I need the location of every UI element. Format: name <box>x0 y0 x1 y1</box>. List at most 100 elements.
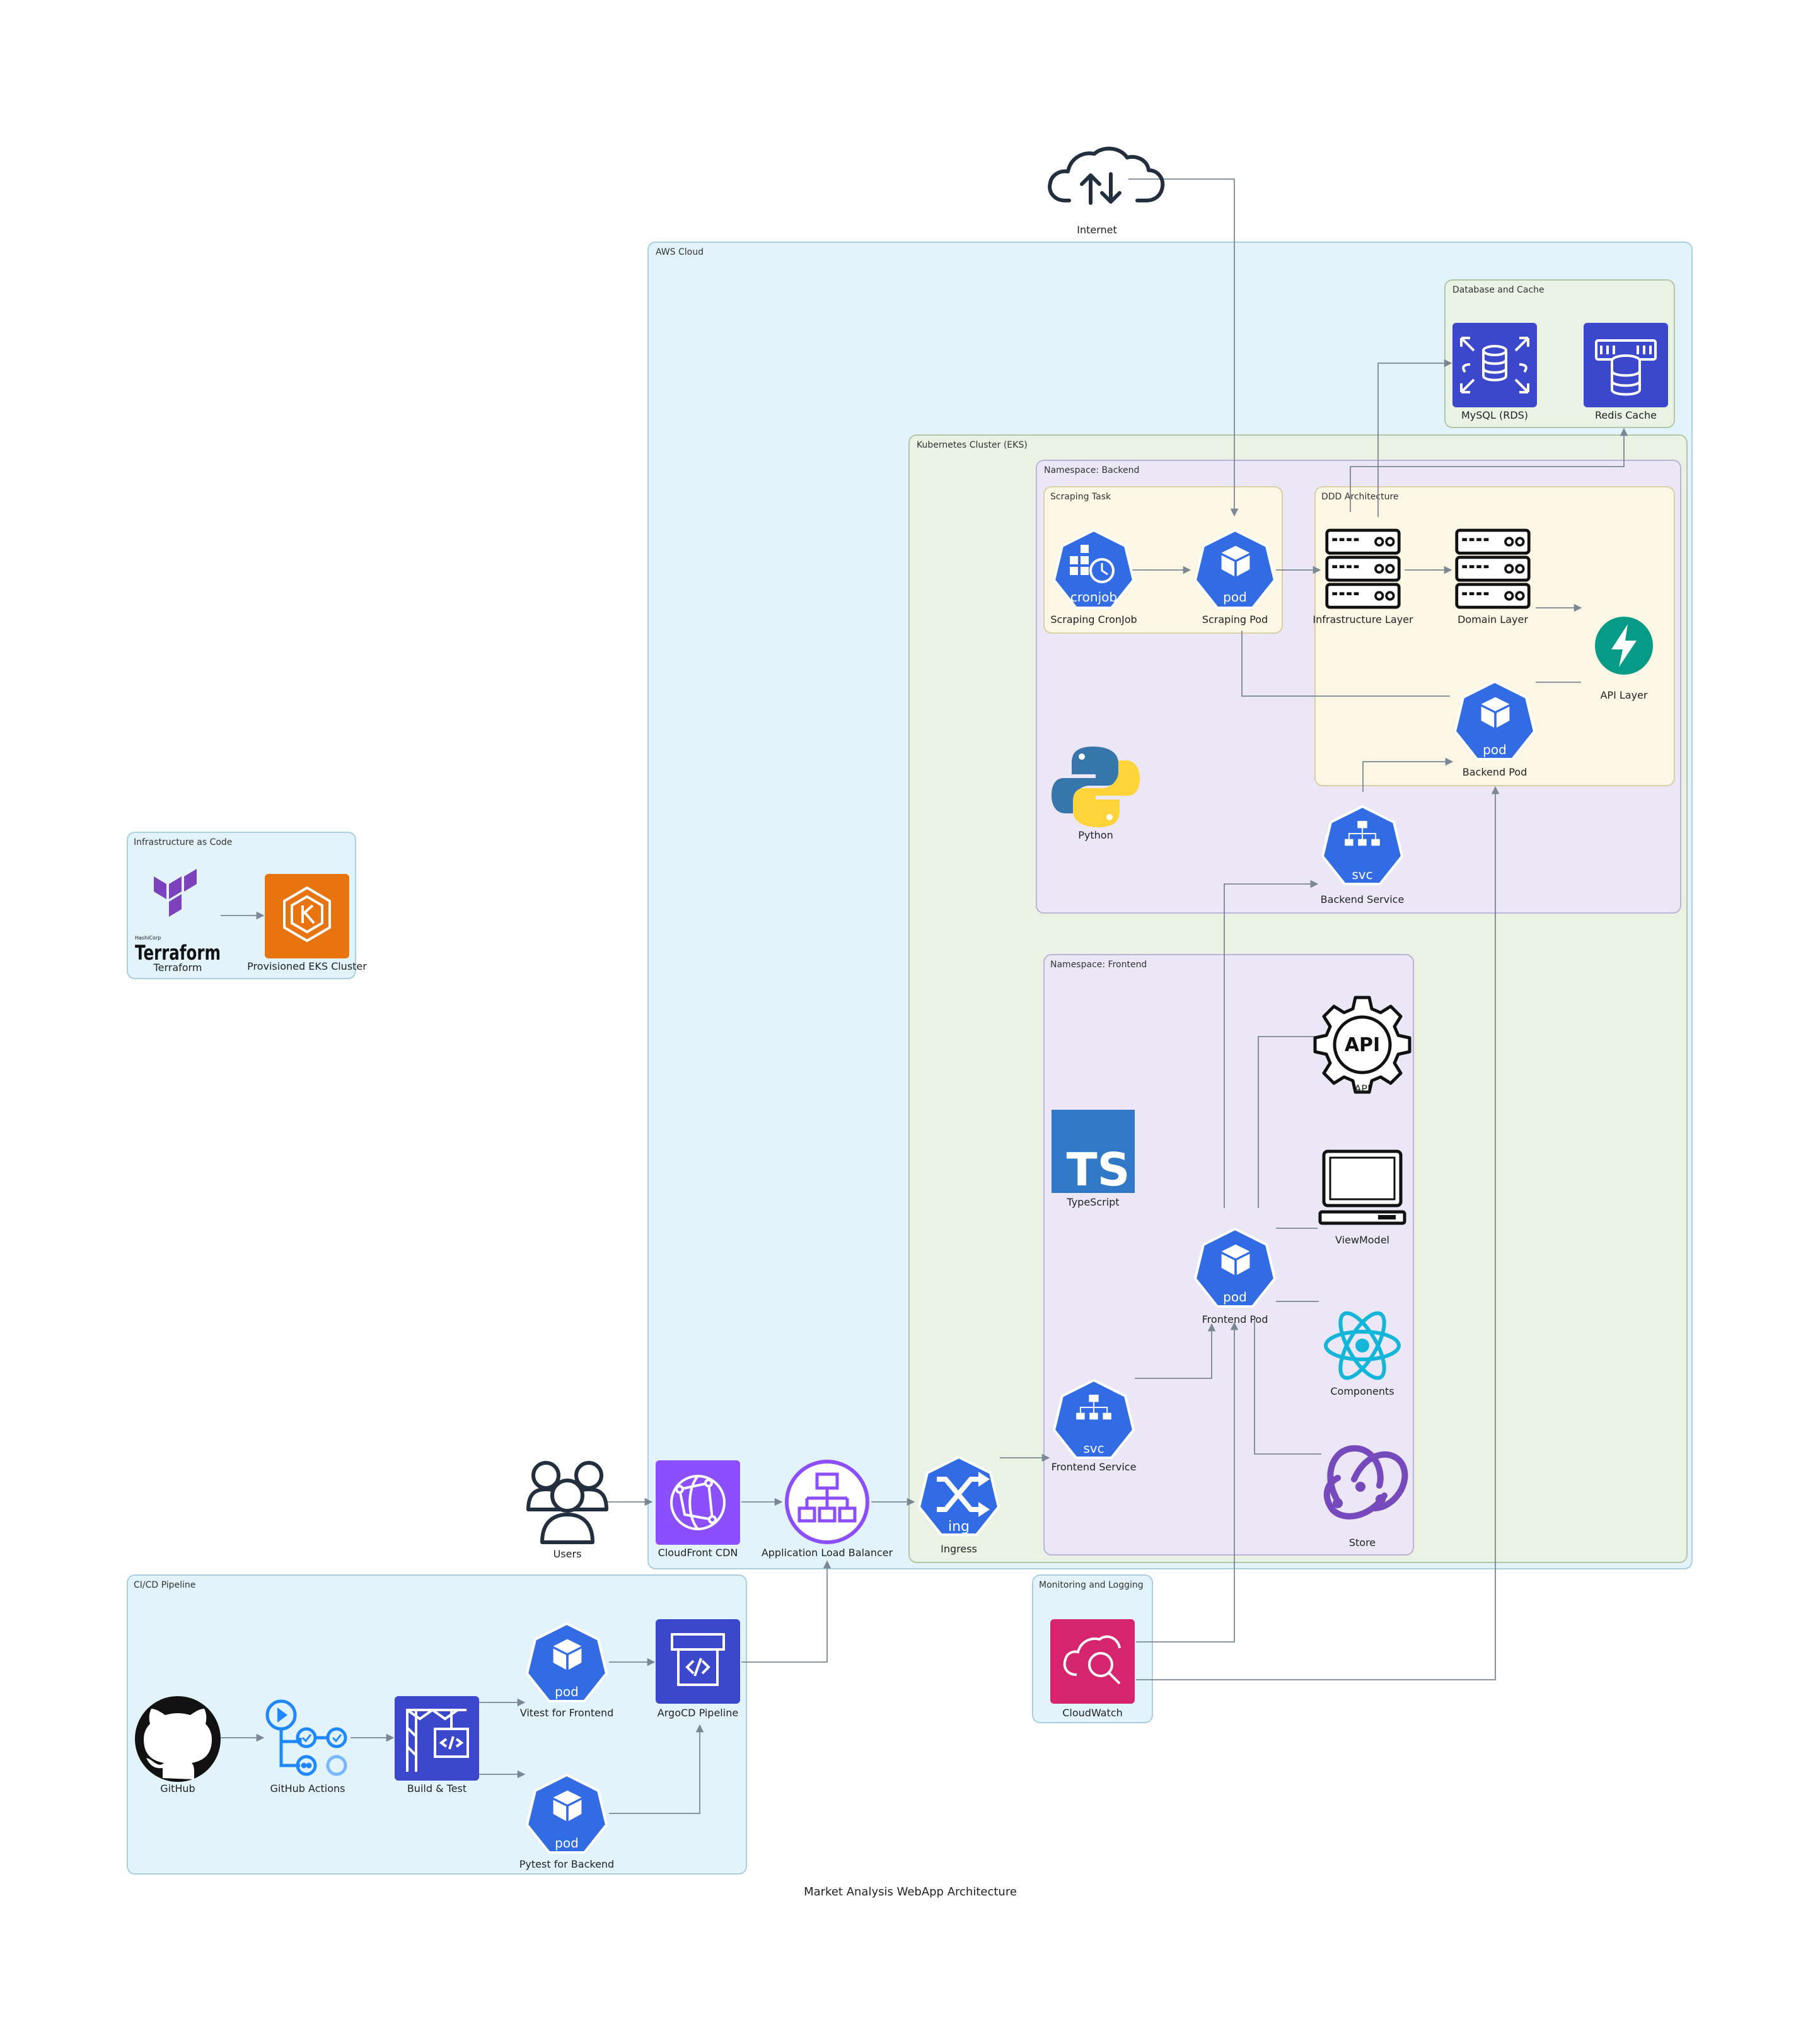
alb-label: Application Load Balancer <box>762 1547 893 1559</box>
store-label: Store <box>1349 1537 1376 1549</box>
cluster-monitoring-label: Monitoring and Logging <box>1039 1580 1144 1590</box>
mysql-label: MySQL (RDS) <box>1461 409 1528 421</box>
node-pytest[interactable]: pod Pytest for Backend <box>519 1774 614 1870</box>
github-actions-workflow-icon <box>265 1699 347 1776</box>
node-viewmodel[interactable]: ViewModel <box>1318 1149 1406 1246</box>
node-argocd[interactable]: ArgoCD Pipeline <box>656 1619 740 1719</box>
pod-badge: pod <box>555 1835 579 1851</box>
cluster-database-cache-label: Database and Cache <box>1452 285 1545 295</box>
users-group-icon <box>526 1461 608 1544</box>
node-cloudfront[interactable]: CloudFront CDN <box>656 1460 740 1559</box>
node-github-actions[interactable]: GitHub Actions <box>265 1699 347 1794</box>
node-cloudwatch[interactable]: CloudWatch <box>1050 1619 1135 1719</box>
cronjob-badge: cronjob <box>1070 590 1117 605</box>
server-rack-icon <box>1457 530 1529 607</box>
api-gear-icon <box>1313 996 1411 1094</box>
node-application-load-balancer[interactable]: Application Load Balancer <box>762 1460 893 1559</box>
internet-label: Internet <box>1077 224 1117 236</box>
node-frontend-pod[interactable]: pod Frontend Pod <box>1194 1228 1276 1325</box>
node-vitest[interactable]: pod Vitest for Frontend <box>520 1622 614 1719</box>
edge-backend-service-backend-pod <box>1362 757 1454 792</box>
node-domain-layer[interactable]: Domain Layer <box>1457 530 1529 625</box>
svc-badge: svc <box>1352 867 1372 882</box>
node-typescript[interactable]: TS TypeScript <box>1052 1110 1135 1208</box>
edge-infrastructure-mysql <box>1377 359 1452 517</box>
github-label: GitHub <box>160 1783 195 1794</box>
cloud-upload-download-icon <box>1048 146 1165 205</box>
terraform-label: Terraform <box>153 962 202 974</box>
node-build-test[interactable]: Build & Test <box>395 1696 479 1794</box>
cluster-ddd-architecture-label: DDD Architecture <box>1321 492 1399 502</box>
node-backend-service[interactable]: svc Backend Service <box>1321 805 1405 905</box>
pod-badge: pod <box>1483 742 1507 757</box>
edges <box>221 178 1628 1814</box>
cloudfront-label: CloudFront CDN <box>658 1547 738 1559</box>
cluster-scraping-task-label: Scraping Task <box>1050 492 1111 502</box>
cluster-namespace-backend-label: Namespace: Backend <box>1044 465 1139 475</box>
node-components[interactable]: Components <box>1324 1307 1401 1397</box>
edge-argocd-alb <box>741 1560 832 1663</box>
node-frontend-service[interactable]: svc Frontend Service <box>1052 1379 1137 1473</box>
node-api-layer[interactable]: API Layer <box>1595 617 1653 701</box>
cluster-kubernetes-label: Kubernetes Cluster (EKS) <box>917 440 1028 450</box>
terraform-logo-icon <box>154 869 197 917</box>
python-logo-icon <box>1052 747 1140 827</box>
cloudfront-globe-icon <box>656 1460 740 1545</box>
node-mysql-rds[interactable]: MySQL (RDS) <box>1452 323 1537 421</box>
api-label: API <box>1354 1083 1370 1095</box>
pod-badge: pod <box>1223 590 1247 605</box>
cloudwatch-search-icon <box>1050 1619 1135 1704</box>
edge-frontend-pod-store <box>1254 1320 1321 1455</box>
api-layer-label: API Layer <box>1600 689 1647 701</box>
node-github[interactable]: GitHub <box>135 1696 221 1794</box>
node-scraping-cronjob[interactable]: cronjob Scraping CronJob <box>1050 529 1137 625</box>
frontend-service-label: Frontend Service <box>1052 1461 1137 1473</box>
pytest-label: Pytest for Backend <box>519 1858 614 1870</box>
edge-pytest-argocd <box>609 1724 704 1814</box>
cloudwatch-label: CloudWatch <box>1062 1707 1123 1719</box>
argocd-label: ArgoCD Pipeline <box>658 1707 738 1719</box>
node-terraform[interactable]: HashiCorp Terraform Terraform <box>135 869 221 974</box>
node-redis-cache[interactable]: Redis Cache <box>1584 323 1668 421</box>
react-atom-icon <box>1324 1311 1401 1380</box>
build-test-label: Build & Test <box>407 1783 467 1794</box>
edge-internet-scraping-pod <box>1128 178 1239 517</box>
edge-cloudwatch-frontend-pod <box>1136 1322 1239 1643</box>
redis-label: Redis Cache <box>1595 409 1657 421</box>
ing-badge: ing <box>948 1519 970 1535</box>
users-label: Users <box>554 1548 582 1560</box>
cluster-cicd-label: CI/CD Pipeline <box>134 1580 195 1590</box>
redux-store-icon <box>1323 1445 1408 1520</box>
node-store[interactable]: Store <box>1323 1445 1408 1549</box>
node-python[interactable]: Python <box>1052 747 1140 841</box>
node-backend-pod[interactable]: pod Backend Pod <box>1454 680 1536 778</box>
edge-infrastructure-redis <box>1350 427 1628 512</box>
cluster-aws-cloud-label: AWS Cloud <box>656 247 704 257</box>
codepipeline-icon <box>656 1619 740 1704</box>
components-label: Components <box>1330 1385 1394 1397</box>
node-users[interactable]: Users <box>526 1461 608 1560</box>
scraping-cronjob-label: Scraping CronJob <box>1050 614 1137 625</box>
node-api[interactable]: API API <box>1313 996 1411 1095</box>
backend-pod-label: Backend Pod <box>1463 766 1527 778</box>
node-infrastructure-layer[interactable]: Infrastructure Layer <box>1313 530 1413 625</box>
svc-badge: svc <box>1083 1441 1104 1456</box>
typescript-label: TypeScript <box>1066 1196 1119 1208</box>
edge-frontend-pod-api <box>1258 1036 1319 1208</box>
node-scraping-pod[interactable]: pod Scraping Pod <box>1194 529 1276 625</box>
frontend-pod-label: Frontend Pod <box>1202 1313 1268 1325</box>
terraform-brand: Terraform <box>135 941 221 965</box>
node-eks-cluster[interactable]: Provisioned EKS Cluster <box>247 874 367 972</box>
edge-cloudwatch-backend-pod <box>1136 786 1500 1680</box>
eks-label: Provisioned EKS Cluster <box>247 960 367 972</box>
api-badge: API <box>1345 1034 1380 1056</box>
rds-database-icon <box>1452 323 1537 407</box>
node-internet[interactable]: Internet <box>1048 146 1165 236</box>
node-ingress[interactable]: ing Ingress <box>918 1456 1000 1555</box>
infrastructure-layer-label: Infrastructure Layer <box>1313 614 1413 625</box>
typescript-logo-icon <box>1052 1110 1135 1193</box>
cluster-ddd-architecture: DDD Architecture <box>1314 486 1675 786</box>
cluster-namespace-frontend-label: Namespace: Frontend <box>1050 960 1147 970</box>
backend-service-label: Backend Service <box>1321 893 1405 905</box>
